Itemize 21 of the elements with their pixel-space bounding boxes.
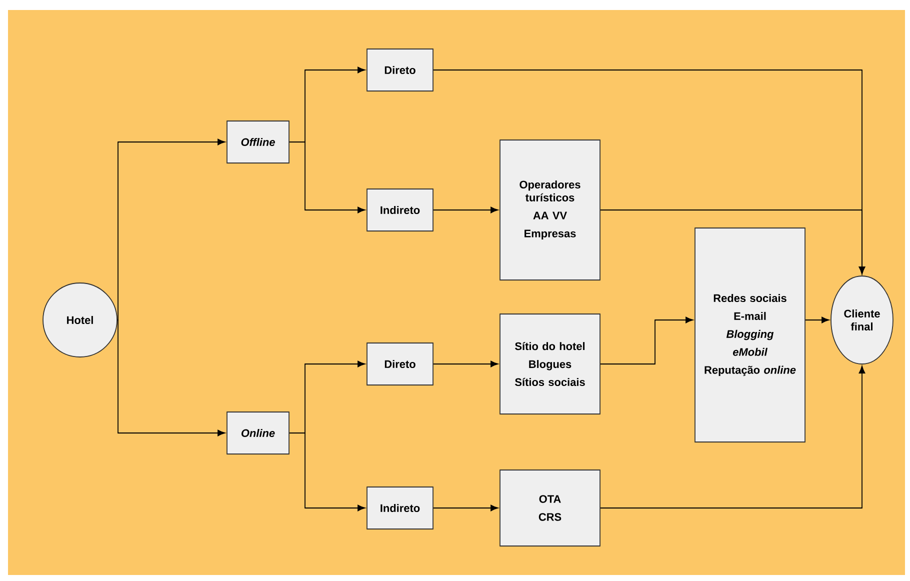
process-box: Sítio do hotel Blogues Sítios sociais (500, 314, 600, 414)
arrow (289, 142, 366, 214)
process-box: Direto (366, 48, 434, 92)
arrow (117, 138, 226, 320)
arrow (433, 504, 498, 512)
channel-box: Offline (226, 120, 290, 164)
process-box: Indireto (366, 486, 434, 530)
arrow (600, 210, 866, 274)
arrow (289, 432, 366, 512)
arrow (600, 316, 694, 364)
process-box: Redes sociais E-mail Blogging eMobil Reputação online (694, 228, 806, 442)
process-box: OTA CRS (500, 470, 600, 546)
process-box: Direto (366, 342, 434, 386)
channel-box: Online (226, 412, 290, 454)
arrow (805, 316, 830, 324)
process-box: Operadores turísticos AA VV Empresas (500, 140, 600, 280)
process-box: Indireto (366, 188, 434, 232)
arrow (433, 360, 498, 368)
arrow (433, 206, 498, 214)
arrow (117, 320, 226, 436)
arrow (600, 366, 866, 508)
